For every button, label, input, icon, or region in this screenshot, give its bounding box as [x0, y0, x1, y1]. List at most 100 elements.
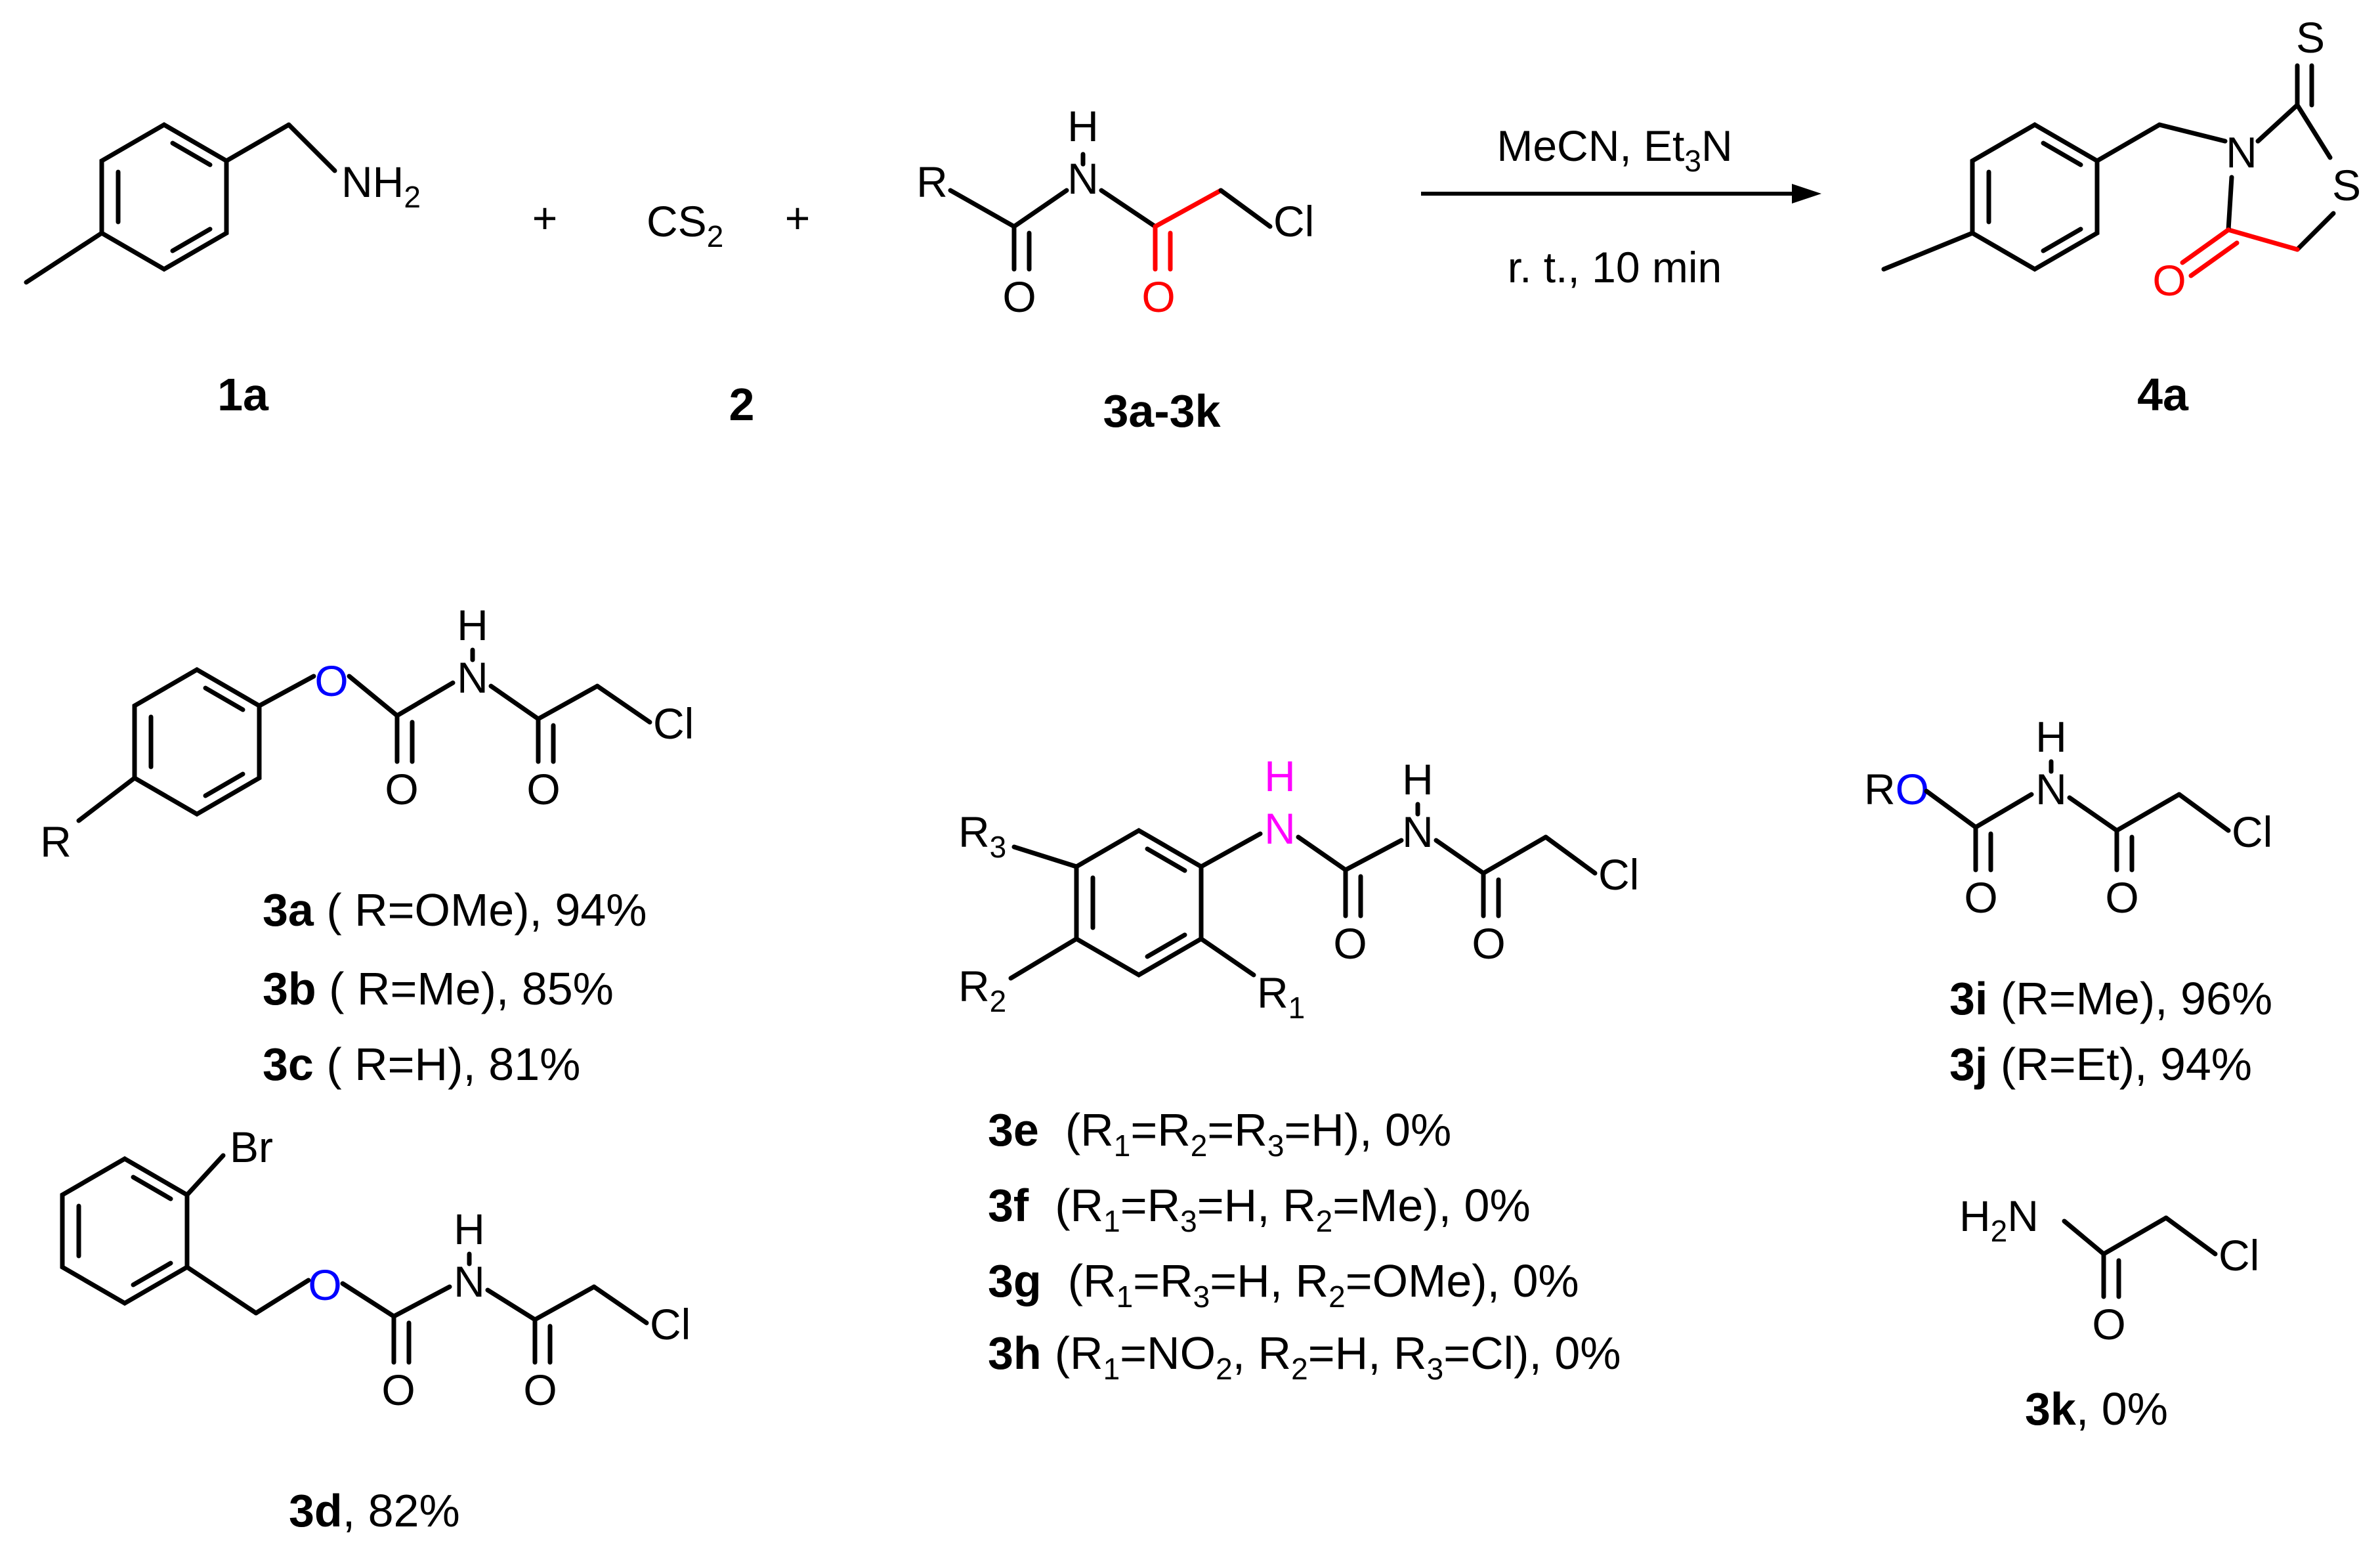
n-carbonyl-bond [488, 683, 541, 722]
hydrogen-label: H [2035, 712, 2067, 761]
ester-oxygen-label: O [314, 657, 348, 705]
carbonyl-n-bond [1973, 792, 2034, 830]
aromatic-double-bond [1145, 846, 1187, 873]
n-carbonyl-bond [1099, 188, 1158, 229]
benzyl-bond [224, 122, 291, 163]
carbonyl-ch2-bond [2114, 792, 2182, 833]
aromatic-double-bond [131, 1175, 173, 1201]
oxygen-label: O [385, 765, 418, 813]
ch2-cl-bond [1543, 834, 1598, 876]
ring-sulfur-label: S [2332, 161, 2361, 209]
oxygen-label: O [1002, 272, 1036, 321]
chlorine-label: Cl [653, 699, 694, 748]
conditions-reagents: MeCN, Et3N [1497, 121, 1732, 178]
chlorine-label: Cl [2232, 808, 2272, 856]
carbonyl-oxygen-label: O [2152, 256, 2186, 305]
r3-label: R3 [958, 808, 1006, 864]
hydrogen-label: H [1067, 102, 1099, 150]
r1-bond [1199, 936, 1256, 978]
compound-3b-caption: 3b ( R=Me), 85% [263, 963, 614, 1014]
r-carbonyl-bond [948, 188, 1017, 229]
chlorine-label: Cl [1598, 850, 1639, 899]
n-thiocarbonyl-bond [2255, 102, 2300, 144]
plus-sign: + [785, 194, 811, 242]
r-substituent-bond [76, 775, 137, 823]
compound-3j-caption: 3j (R=Et), 94% [1949, 1039, 2252, 1090]
compounds-3a-3c-structure: R O O N H O Cl [40, 601, 694, 866]
aromatic-double-bond [170, 140, 213, 167]
carbonyl-ch2-bond [1481, 834, 1548, 876]
compound-3-generic-structure: R O N H O Cl [916, 102, 1314, 321]
compound-3g-caption: 3g(R1=R3=H, R2=OMe), 0% [988, 1255, 1579, 1314]
compound-3h-caption: 3h(R1=NO2, R2=H, R3=Cl), 0% [988, 1327, 1621, 1386]
n-carbonyl-bond [2226, 175, 2234, 232]
compound-3i-caption: 3i (R=Me), 96% [1949, 973, 2272, 1024]
compound-3f-caption: 3f(R1=R3=H, R2=Me), 0% [988, 1180, 1531, 1238]
aryl-br-bond [184, 1153, 226, 1198]
ch2-cl-bond [1218, 188, 1273, 229]
aryl-o-bond [257, 674, 316, 708]
aryl-nh-hydrogen-label: H [1264, 752, 1296, 800]
oxygen-label: O [1472, 919, 1505, 968]
compounds-3i-3j-structure: RO O N H O Cl [1864, 712, 2272, 922]
n-carbonyl-bond [485, 1287, 538, 1322]
compound-2-label: 2 [729, 379, 755, 430]
ch2-o-bond [253, 1278, 311, 1316]
carbonyl-ch2-bond [532, 1284, 597, 1322]
r2-label: R2 [958, 962, 1006, 1018]
r1-label: R1 [1257, 968, 1305, 1025]
n-carbonyl-bond [2062, 1219, 2106, 1257]
carbonyl-n-bond [1343, 838, 1404, 873]
carbonyl-double-bond [2188, 240, 2240, 278]
ch2-cl-bond [2163, 1215, 2218, 1257]
compound-3a-caption: 3a ( R=OMe), 94% [263, 884, 647, 936]
compound-3k-structure: H2N O Cl [1959, 1192, 2259, 1349]
ch2-cl-bond [2177, 792, 2231, 833]
benzyl-bond [2094, 122, 2162, 163]
ch2-n-bond [286, 122, 337, 173]
methyl-bond [1881, 230, 1975, 272]
compound-3e-caption: 3e(R1=R2=R3=H), 0% [988, 1104, 1451, 1163]
oxygen-label: O [381, 1366, 415, 1414]
carbonyl-double-bond [2180, 227, 2231, 265]
chlorine-label: Cl [2219, 1231, 2259, 1280]
r2-bond [1008, 936, 1079, 981]
aryl-nitrogen-label: N [1264, 804, 1296, 853]
r-group-label: R [916, 158, 948, 206]
oxygen-label: O [1141, 272, 1175, 321]
aromatic-double-bond [131, 1261, 173, 1287]
compound-3d-structure: Br O O N H O Cl [60, 1123, 691, 1414]
carbonyl-ch2-bond [2101, 1215, 2169, 1257]
oxygen-label: O [2092, 1300, 2125, 1349]
compound-4a-structure: N S S O [1881, 13, 2361, 305]
thiocarbonyl-s-bond [2295, 102, 2333, 160]
chlorine-label: Cl [1273, 197, 1314, 246]
plus-sign: + [532, 194, 558, 242]
nh-carbonyl-bond [1296, 834, 1348, 873]
amine-label: NH2 [341, 158, 421, 214]
conditions-temperature-time: r. t., 10 min [1508, 243, 1722, 291]
aromatic-double-bond [203, 685, 245, 712]
o-carbonyl-bond [340, 1281, 396, 1319]
compound-3a-3k-label: 3a-3k [1103, 385, 1220, 437]
compound-1a-label: 1a [217, 369, 269, 420]
reaction-arrow-head [1792, 184, 1821, 204]
ch2-n-bond [2157, 122, 2228, 144]
aromatic-double-bond [2041, 227, 2083, 253]
aromatic-double-bond [203, 771, 245, 798]
compound-3c-caption: 3c ( R=H), 81% [263, 1039, 580, 1090]
o-carbonyl-bond [1924, 788, 1978, 830]
n-carbonyl-bond [2067, 795, 2119, 833]
nitrogen-label: N [2226, 128, 2257, 177]
compound-1a-structure: NH2 [24, 121, 421, 285]
compound-4a-label: 4a [2137, 369, 2189, 420]
compounds-3e-3h-structure: R3 R2 R1 N H O N H O Cl [958, 752, 1639, 1025]
compound-3d-caption: 3d, 82% [289, 1485, 460, 1536]
ch2-cl-bond [595, 683, 652, 725]
hydrogen-label: H [1402, 755, 1434, 804]
aryl-ch2-bond [184, 1264, 259, 1316]
aryl-nh-bond [1199, 831, 1263, 869]
hydrogen-label: H [454, 1205, 485, 1253]
oxygen-label: O [523, 1366, 557, 1414]
